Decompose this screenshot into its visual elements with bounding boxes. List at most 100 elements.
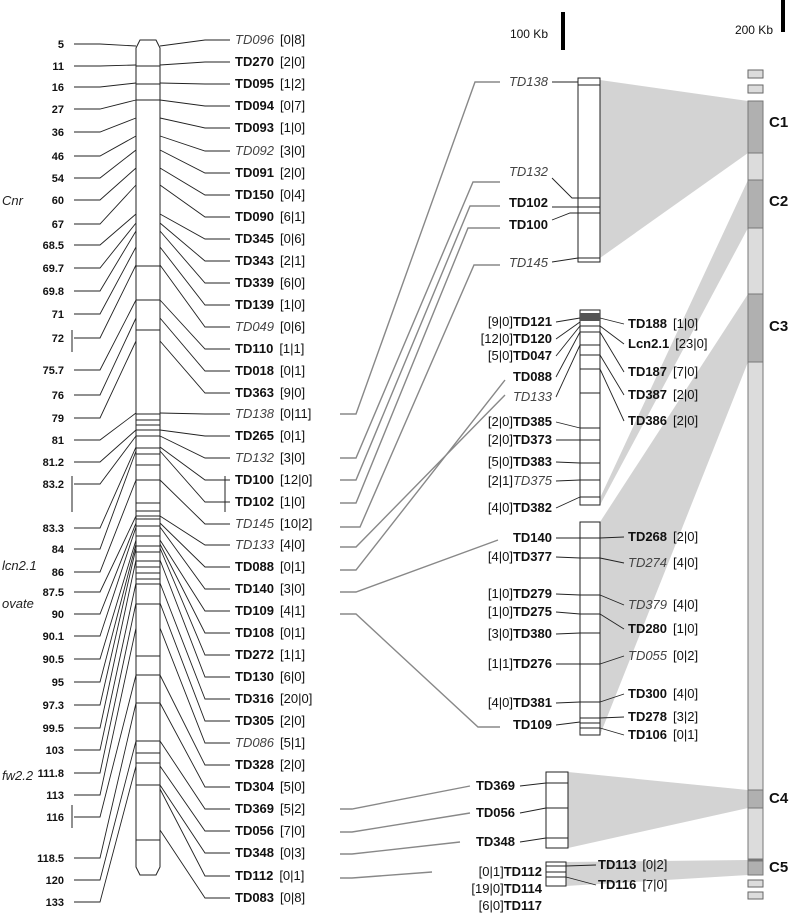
map-marker-label: TD090[6|1] [235,209,305,224]
map-marker-label: TD108[0|1] [235,625,305,640]
marker-name: TD120 [513,331,552,346]
position-label: 90.5 [43,654,64,666]
marker-count: [7|0] [642,877,667,892]
bac-contig-3 [579,521,601,736]
marker-connector [159,61,230,66]
map-marker-label: TD095[1|2] [235,76,305,91]
bac5-right-marker: TD113[0|2] [598,857,667,872]
bac3-left-marker: [4|0]TD377 [488,549,552,564]
bac2-right-marker: TD187[7|0] [628,364,698,379]
marker-name: TD093 [235,120,274,135]
marker-count: [23|0] [675,336,707,351]
marker-count: [19|0] [471,881,503,896]
connector-line [599,594,625,606]
position-label: 99.5 [43,723,64,735]
map-to-contig-line [340,812,471,833]
marker-count: [0|1] [280,428,305,443]
map-marker-label: TD049[0|6] [235,319,305,334]
bac3-left-marker: TD140 [513,530,552,545]
bac1-marker: TD102 [509,195,548,210]
marker-connector [159,264,230,328]
marker-name: TD345 [235,231,274,246]
marker-count: [0|11] [280,406,311,421]
segment-cap [747,879,764,888]
bac3-right-marker: TD268[2|0] [628,529,698,544]
labels: 5111627364654606768.569.769.8717275.7767… [2,23,789,913]
marker-connector [159,543,230,634]
position-label: 72 [52,333,64,345]
bac5-left-marker: [19|0]TD114 [471,881,542,896]
position-connector [74,539,137,660]
bac2-left-marker: [2|0]TD385 [488,414,552,429]
marker-count: [9|0] [280,385,305,400]
marker-name: TD305 [235,713,274,728]
marker-name: TD188 [628,316,667,331]
map-marker-label: TD369[5|2] [235,801,305,816]
marker-name: TD112 [235,868,273,883]
cluster-label: C1 [769,114,788,131]
marker-count: [6|0] [280,275,305,290]
marker-connector [159,602,230,722]
marker-name: TD328 [235,757,274,772]
map-marker-label: TD305[2|0] [235,713,305,728]
position-label: 60 [52,195,64,207]
marker-count: [7|0] [673,364,698,379]
marker-connector [159,674,230,766]
bac4-marker: TD056 [476,805,515,820]
position-connector [74,602,137,774]
marker-name: TD088 [235,559,274,574]
bac3-left-marker: TD109 [513,717,552,732]
marker-count: [5|0] [488,454,513,469]
marker-name: TD363 [235,385,274,400]
position-connector [74,674,137,818]
marker-name: TD380 [513,626,552,641]
marker-count: [0|1] [673,727,698,742]
position-connector [74,340,137,419]
position-connector [74,547,137,706]
map-to-contig-line [340,379,506,571]
connector-line [565,876,597,886]
position-connector [74,765,137,903]
map-marker-label: TD150[0|4] [235,187,305,202]
marker-count: [2|0] [673,413,698,428]
marker-count: [7|0] [280,823,305,838]
connector-line [555,421,581,429]
marker-name: TD300 [628,686,667,701]
marker-name: TD116 [598,877,636,892]
marker-name: TD109 [235,603,274,618]
marker-name: TD055 [628,648,668,663]
marker-name: TD145 [509,255,549,270]
marker-name: TD272 [235,647,274,662]
position-connector [74,740,137,881]
marker-connector [159,340,230,394]
connector-line [555,556,581,559]
position-label: 97.3 [43,700,64,712]
bac5-left-marker: [6|0]TD117 [479,898,542,913]
synteny-band [600,80,748,258]
marker-connector [159,559,230,678]
map-marker-label: TD088[0|1] [235,559,305,574]
bac2-right-marker: TD386[2|0] [628,413,698,428]
connector-line [555,721,581,726]
connector-line [519,807,547,814]
marker-connector [159,582,230,700]
marker-count: [2|1] [280,253,305,268]
map-marker-label: TD056[7|0] [235,823,305,838]
connector-line [555,611,581,615]
marker-name: TD090 [235,209,274,224]
map-to-contig-line [340,227,500,504]
marker-name: TD049 [235,319,274,334]
marker-name: TD108 [235,625,274,640]
marker-connector [159,446,230,481]
map-marker-label: TD092[3|0] [235,143,305,158]
connector-line [599,317,625,325]
marker-name: TD138 [509,74,549,89]
marker-count: [4|0] [673,686,698,701]
bac4-marker: TD348 [476,834,515,849]
marker-name: TD109 [513,717,552,732]
connector-line [599,693,625,703]
marker-count: [0|1] [279,868,304,883]
marker-count: [0|7] [280,98,305,113]
marker-name: TD279 [513,586,552,601]
connector-line [555,321,581,340]
